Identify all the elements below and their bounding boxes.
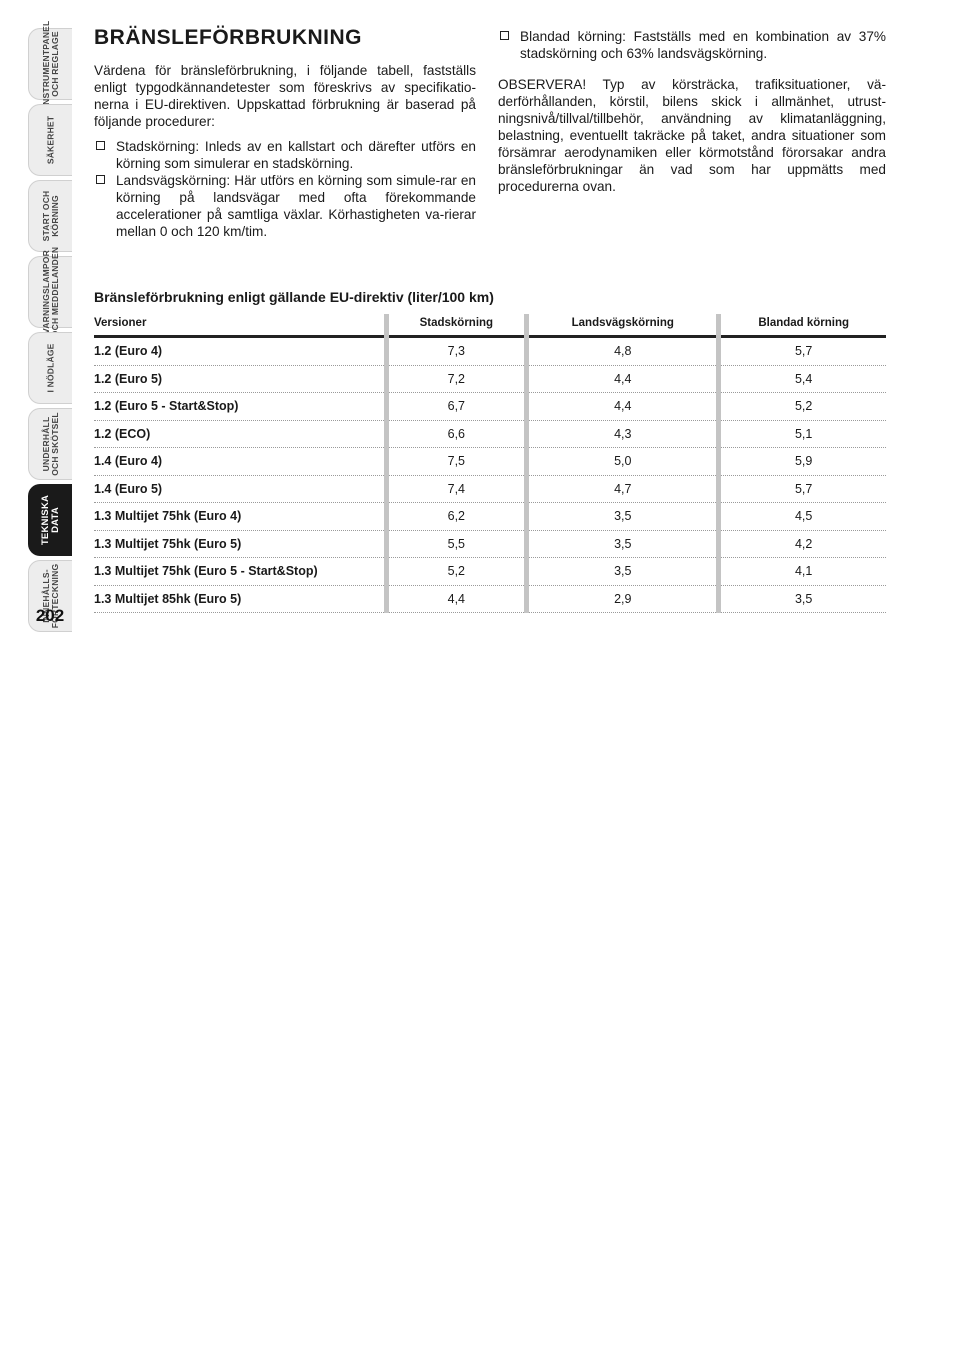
version-cell: 1.3 Multijet 85hk (Euro 5) — [94, 585, 386, 613]
note-paragraph: OBSERVERA! Typ av körsträcka, trafiksitu… — [498, 77, 886, 194]
value-cell: 5,2 — [716, 392, 886, 421]
tab-innehallsforteckning[interactable]: INNEHÅLLS- FÖRTECKNING — [28, 560, 72, 632]
tab-label: SÄKERHET — [45, 115, 55, 165]
tab-instrumentpanel[interactable]: INSTRUMENTPANEL OCH REGLAGE — [28, 21, 72, 107]
consumption-table-wrapper: Versioner Stadskörning Landsvägskörning … — [94, 314, 886, 613]
value-cell: 5,0 — [524, 447, 719, 476]
tab-sakerhet[interactable]: SÄKERHET — [28, 104, 72, 176]
header-versioner: Versioner — [94, 314, 386, 338]
value-cell: 3,5 — [524, 502, 719, 531]
value-cell: 4,1 — [716, 557, 886, 586]
value-cell: 4,8 — [524, 336, 719, 366]
checkbox-bullet-icon — [500, 31, 509, 40]
bullet-text: Landsvägskörning: Här utförs en körning … — [116, 173, 476, 239]
bullet-item: Stadskörning: Inleds av en kallstart och… — [94, 138, 476, 172]
value-cell: 7,2 — [383, 365, 527, 393]
value-cell: 7,4 — [383, 475, 527, 503]
page-number: 202 — [35, 606, 65, 625]
table-title: Bränsleförbrukning enligt gällande EU-di… — [94, 289, 494, 305]
version-cell: 1.2 (Euro 4) — [94, 336, 386, 366]
value-cell: 5,7 — [716, 336, 886, 366]
header-blandad-korning: Blandad körning — [716, 314, 886, 338]
version-cell: 1.2 (ECO) — [94, 420, 386, 448]
tab-label: I NÖDLÄGE — [45, 343, 55, 393]
value-cell: 5,1 — [716, 420, 886, 448]
checkbox-bullet-icon — [96, 175, 105, 184]
header-stadskorning: Stadskörning — [383, 314, 527, 338]
value-cell: 4,5 — [716, 502, 886, 531]
value-cell: 5,7 — [716, 475, 886, 503]
value-cell: 4,4 — [524, 365, 719, 393]
value-cell: 7,3 — [383, 336, 527, 366]
bullet-item: Landsvägskörning: Här utförs en körning … — [94, 172, 476, 240]
value-cell: 7,5 — [383, 447, 527, 476]
tab-label: VARNINGSLAMPOR OCH MEDDELANDEN — [40, 246, 60, 338]
bullet-item: Blandad körning: Fastställs med en kombi… — [498, 28, 886, 62]
notes-column: Blandad körning: Fastställs med en kombi… — [498, 28, 886, 203]
checkbox-bullet-icon — [96, 141, 105, 150]
tab-varningslampor[interactable]: VARNINGSLAMPOR OCH MEDDELANDEN — [28, 247, 72, 337]
tab-tekniska-data[interactable]: TEKNISKA DATA — [28, 484, 72, 556]
intro-column: Värdena för bränsleförbrukning, i följan… — [94, 62, 476, 240]
header-landsvagskorning: Landsvägskörning — [524, 314, 719, 338]
value-cell: 4,4 — [524, 392, 719, 421]
version-cell: 1.2 (Euro 5) — [94, 365, 386, 393]
tab-label: TEKNISKA DATA — [39, 494, 61, 546]
version-cell: 1.3 Multijet 75hk (Euro 4) — [94, 502, 386, 531]
value-cell: 5,2 — [383, 557, 527, 586]
table-row: 1.3 Multijet 75hk (Euro 5 - Start&Stop)5… — [94, 557, 886, 586]
version-cell: 1.3 Multijet 75hk (Euro 5 - Start&Stop) — [94, 557, 386, 586]
value-cell: 2,9 — [524, 585, 719, 613]
version-cell: 1.4 (Euro 5) — [94, 475, 386, 503]
tab-i-nodlage[interactable]: I NÖDLÄGE — [28, 332, 72, 404]
bullet-text: Stadskörning: Inleds av en kallstart och… — [116, 139, 476, 171]
value-cell: 4,7 — [524, 475, 719, 503]
version-cell: 1.3 Multijet 75hk (Euro 5) — [94, 530, 386, 558]
tab-label: START OCH KÖRNING — [40, 190, 60, 242]
table-header-row: Versioner Stadskörning Landsvägskörning … — [94, 314, 886, 338]
value-cell: 3,5 — [716, 585, 886, 613]
value-cell: 6,7 — [383, 392, 527, 421]
value-cell: 3,5 — [524, 530, 719, 558]
value-cell: 4,2 — [716, 530, 886, 558]
tab-underhall[interactable]: UNDERHÅLL OCH SKÖTSEL — [28, 408, 72, 480]
consumption-table: Versioner Stadskörning Landsvägskörning … — [94, 314, 886, 613]
version-cell: 1.2 (Euro 5 - Start&Stop) — [94, 392, 386, 421]
value-cell: 6,6 — [383, 420, 527, 448]
version-cell: 1.4 (Euro 4) — [94, 447, 386, 476]
value-cell: 5,4 — [716, 365, 886, 393]
value-cell: 4,4 — [383, 585, 527, 613]
page-title: BRÄNSLEFÖRBRUKNING — [94, 26, 362, 49]
value-cell: 5,9 — [716, 447, 886, 476]
intro-paragraph: Värdena för bränsleförbrukning, i följan… — [94, 63, 476, 129]
value-cell: 6,2 — [383, 502, 527, 531]
value-cell: 3,5 — [524, 557, 719, 586]
value-cell: 4,3 — [524, 420, 719, 448]
tab-label: INSTRUMENTPANEL OCH REGLAGE — [40, 20, 60, 108]
value-cell: 5,5 — [383, 530, 527, 558]
tab-label: UNDERHÅLL OCH SKÖTSEL — [40, 412, 60, 476]
bullet-text: Blandad körning: Fastställs med en kombi… — [520, 29, 886, 61]
tab-start-och-korning[interactable]: START OCH KÖRNING — [28, 180, 72, 252]
